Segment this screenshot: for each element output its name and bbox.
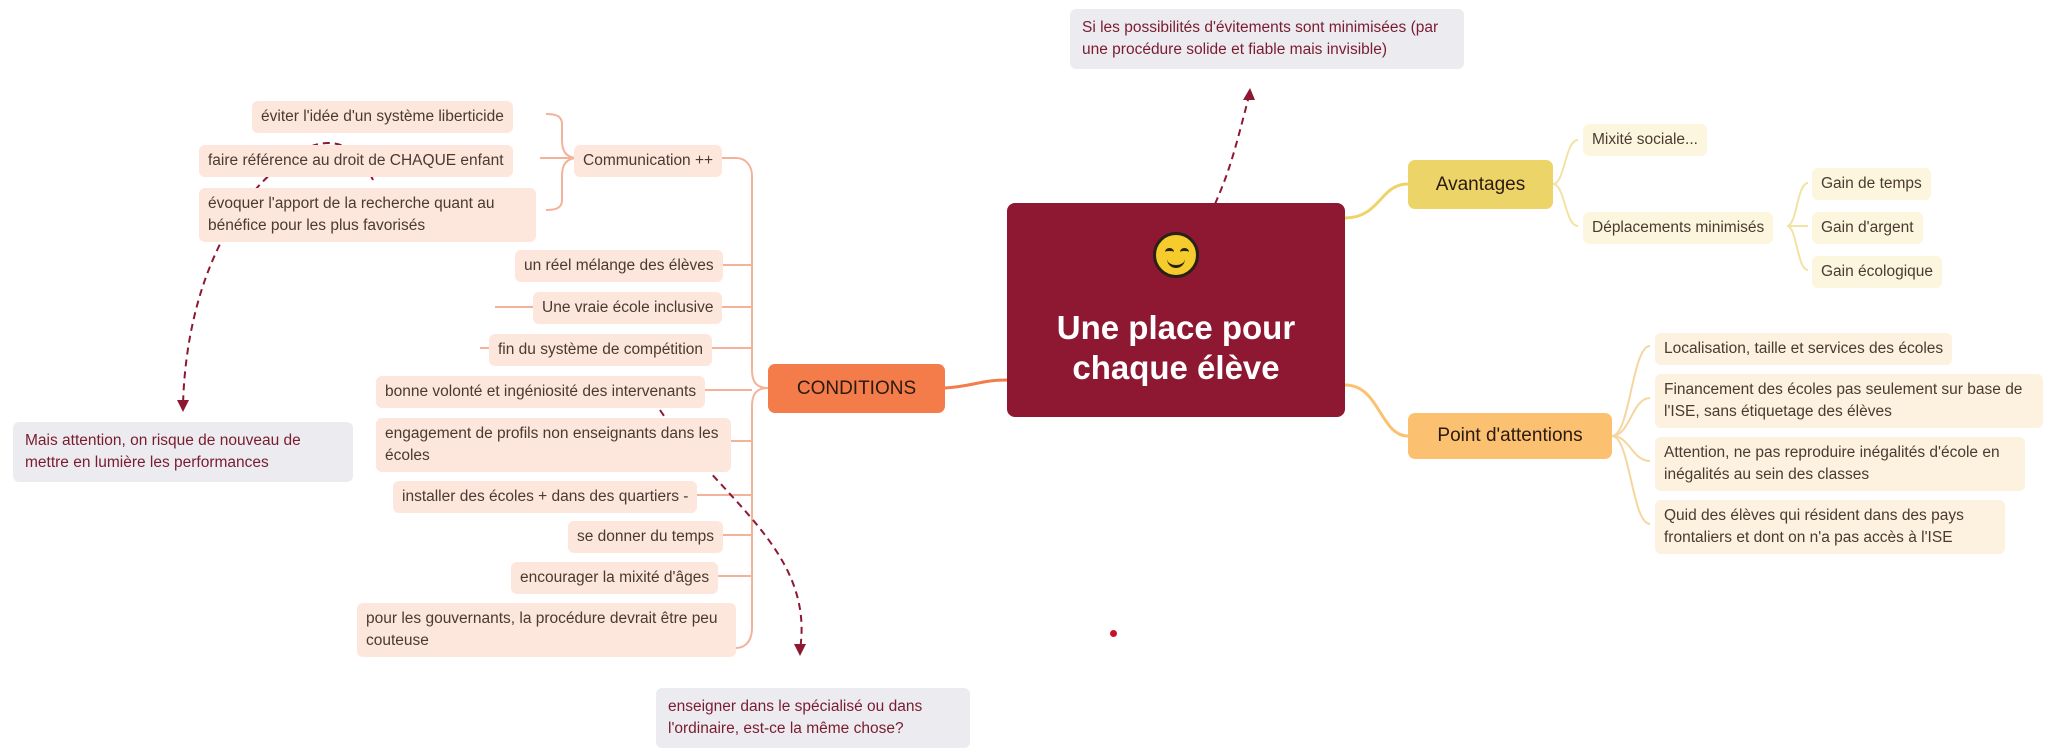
branch-conditions[interactable]: CONDITIONS (768, 364, 945, 413)
condition-item[interactable]: encourager la mixité d'âges (511, 562, 719, 594)
avantages-mixite[interactable]: Mixité sociale... (1583, 124, 1707, 156)
condition-item[interactable]: pour les gouvernants, la procédure devra… (357, 603, 736, 657)
condition-item[interactable]: fin du système de compétition (489, 334, 713, 366)
branch-avantages[interactable]: Avantages (1408, 160, 1553, 209)
condition-item[interactable]: un réel mélange des élèves (515, 250, 723, 282)
communication-item[interactable]: évoquer l'apport de la recherche quant a… (199, 188, 536, 242)
gain-temps[interactable]: Gain de temps (1812, 168, 1931, 200)
gain-ecologique[interactable]: Gain écologique (1812, 256, 1943, 288)
branch-point-attentions[interactable]: Point d'attentions (1408, 413, 1612, 459)
central-title: Une place pour chaque élève (1056, 309, 1296, 386)
avantages-deplacements[interactable]: Déplacements minimisés (1583, 212, 1774, 244)
condition-communication[interactable]: Communication ++ (574, 145, 723, 177)
gain-argent[interactable]: Gain d'argent (1812, 212, 1923, 244)
note-top[interactable]: Si les possibilités d'évitements sont mi… (1070, 9, 1464, 69)
note-left[interactable]: Mais attention, on risque de nouveau de … (13, 422, 353, 482)
red-dot-marker (1110, 630, 1117, 637)
attention-item[interactable]: Attention, ne pas reproduire inégalités … (1655, 437, 2025, 491)
condition-item[interactable]: engagement de profils non enseignants da… (376, 418, 731, 472)
communication-item[interactable]: éviter l'idée d'un système liberticide (252, 101, 513, 133)
communication-item[interactable]: faire référence au droit de CHAQUE enfan… (199, 145, 513, 177)
note-bottom[interactable]: enseigner dans le spécialisé ou dans l'o… (656, 688, 970, 748)
smiley-face-icon (1153, 232, 1199, 278)
attention-item[interactable]: Localisation, taille et services des éco… (1655, 333, 1953, 365)
central-topic[interactable]: Une place pour chaque élève (1007, 203, 1345, 417)
condition-item[interactable]: installer des écoles + dans des quartier… (393, 481, 698, 513)
condition-item[interactable]: Une vraie école inclusive (533, 292, 723, 324)
condition-item[interactable]: se donner du temps (568, 521, 724, 553)
attention-item[interactable]: Quid des élèves qui résident dans des pa… (1655, 500, 2005, 554)
attention-item[interactable]: Financement des écoles pas seulement sur… (1655, 374, 2043, 428)
condition-item[interactable]: bonne volonté et ingéniosité des interve… (376, 376, 706, 408)
